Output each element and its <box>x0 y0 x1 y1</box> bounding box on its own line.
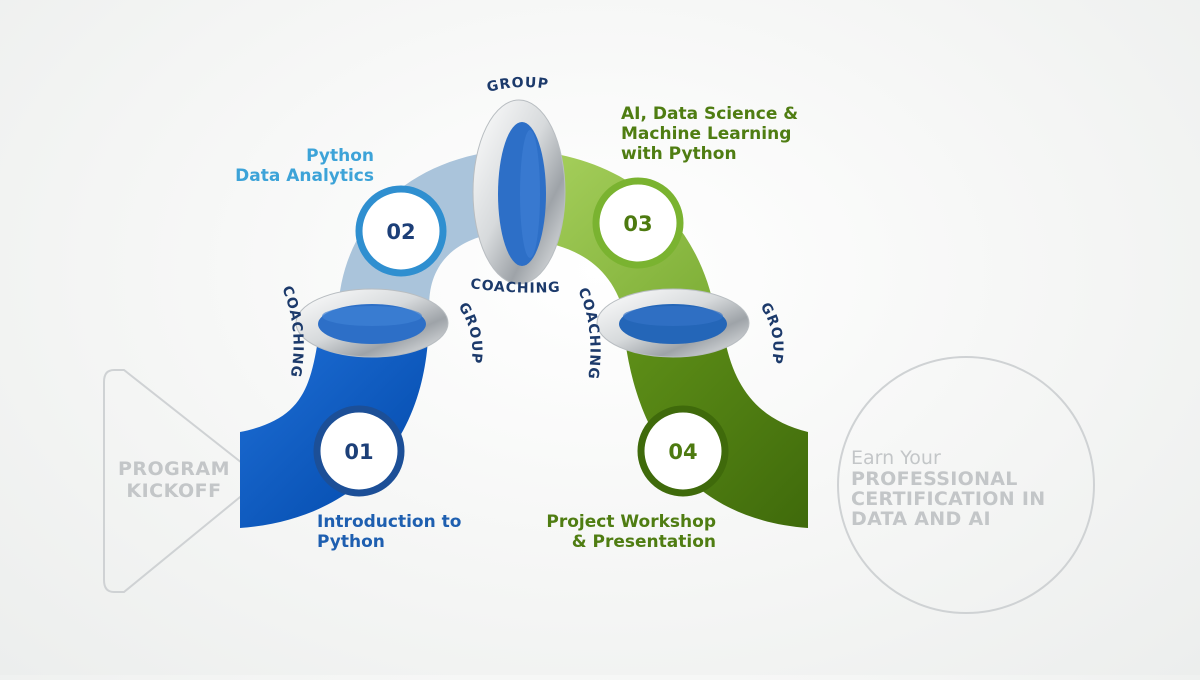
certification-text: Earn Your PROFESSIONAL CERTIFICATION IN … <box>851 447 1081 529</box>
ring-connector-a <box>295 288 449 358</box>
step-01-badge: 01 <box>313 405 405 497</box>
program-kickoff-label: PROGRAM KICKOFF <box>117 458 231 502</box>
certification-earn-label: Earn Your <box>851 447 941 469</box>
step-04-badge: 04 <box>637 405 729 497</box>
connector-c-right-word: GROUP <box>757 300 786 366</box>
connector-a-right-word: GROUP <box>455 300 485 365</box>
step-02-number: 02 <box>386 220 415 244</box>
certification-title: PROFESSIONAL CERTIFICATION IN DATA AND A… <box>851 468 1046 530</box>
step-02-title: Python Data Analytics <box>235 146 374 186</box>
step-04-title: Project Workshop & Presentation <box>546 512 716 552</box>
step-03-number: 03 <box>623 212 652 236</box>
connector-b-bottom-word: COACHING <box>470 276 562 296</box>
certification-circle <box>837 356 1095 614</box>
ring-connector-b <box>472 99 566 285</box>
connector-c-left-word: COACHING <box>574 285 602 380</box>
step-01-number: 01 <box>344 440 373 464</box>
step-01-title: Introduction to Python <box>317 512 462 552</box>
connector-a-left-word: COACHING <box>278 284 305 379</box>
step-03-title: AI, Data Science & Machine Learning with… <box>621 104 799 164</box>
step-02-badge: 02 <box>355 185 447 277</box>
ring-connector-c <box>596 288 750 358</box>
connector-b-top-word: GROUP <box>485 75 549 96</box>
step-04-number: 04 <box>668 440 697 464</box>
step-03-badge: 03 <box>592 177 684 269</box>
